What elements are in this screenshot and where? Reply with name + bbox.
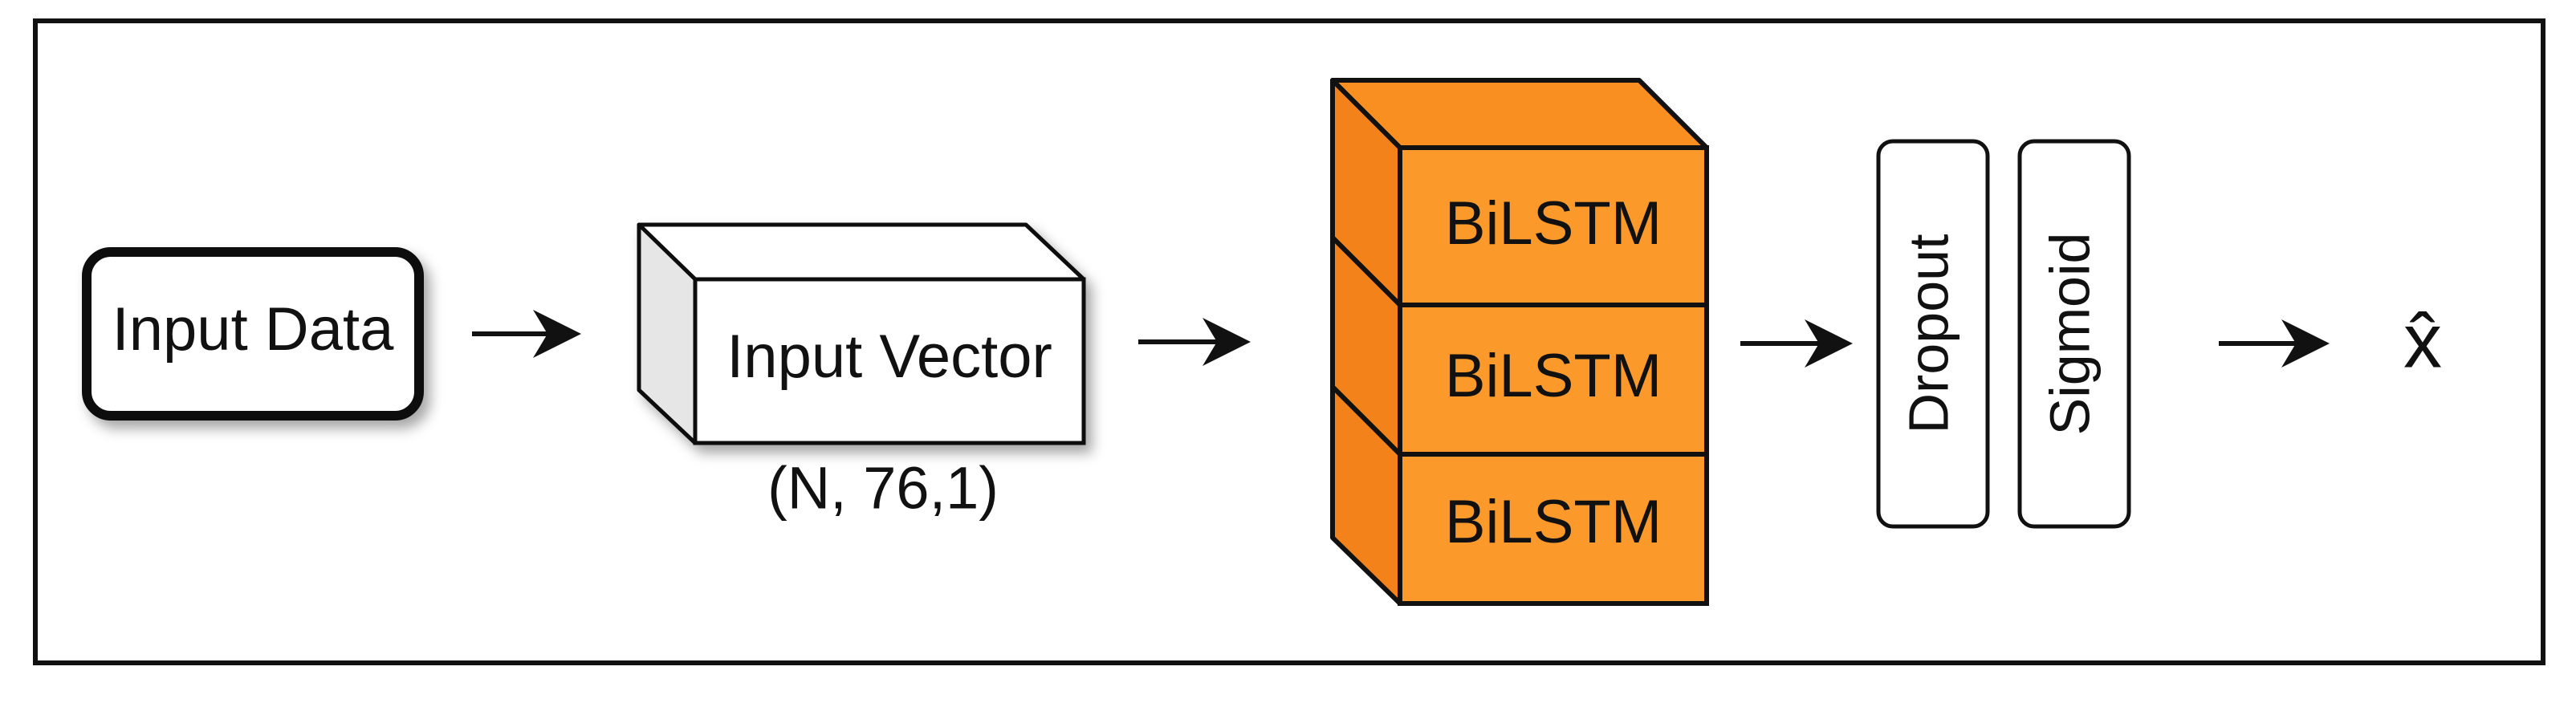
bilstm-layer-1: BiLSTM — [1398, 145, 1709, 307]
output-label: x̂ — [2403, 298, 2442, 384]
input-vector-front-face — [693, 277, 1086, 445]
sigmoid-label: Sigmoid — [2038, 233, 2101, 436]
input-vector-top-face — [637, 222, 1086, 282]
dropout-node: Dropout — [1876, 139, 1990, 529]
input-data-node: Input Data — [82, 247, 424, 421]
dropout-label: Dropout — [1897, 234, 1959, 433]
input-shape-label: (N, 76,1) — [767, 455, 999, 522]
sigmoid-node: Sigmoid — [2017, 139, 2131, 529]
input-vector-label: Input Vector — [726, 323, 1052, 391]
bilstm-layer-label: BiLSTM — [1445, 189, 1662, 258]
input-vector-node — [637, 222, 1086, 445]
bilstm-side-face — [1330, 78, 1402, 606]
bilstm-layer-label: BiLSTM — [1445, 342, 1662, 410]
bilstm-layer-3: BiLSTM — [1398, 452, 1709, 606]
bilstm-layer-label: BiLSTM — [1445, 488, 1662, 556]
input-data-label: Input Data — [112, 295, 394, 364]
bilstm-stack: BiLSTM BiLSTM BiLSTM — [1330, 78, 1709, 606]
bilstm-layer-2: BiLSTM — [1398, 303, 1709, 457]
